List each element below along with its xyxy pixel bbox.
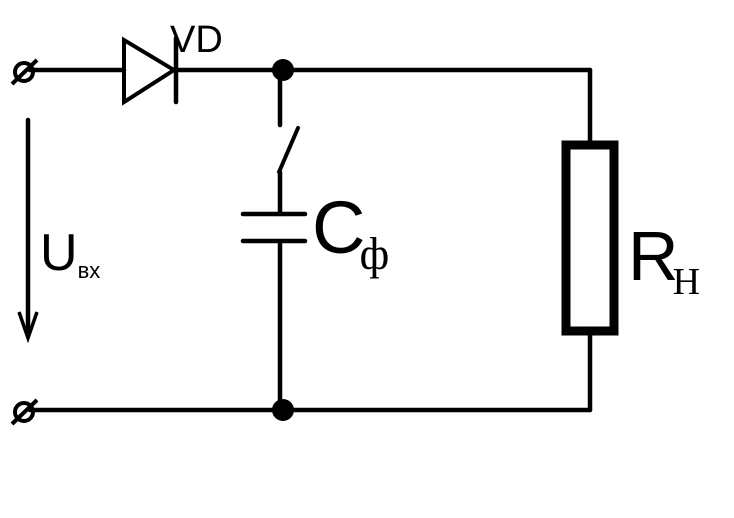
input-voltage-subscript: вх [78,258,101,283]
load-label: RН [628,217,700,303]
input-voltage-label: Uвх [40,224,100,283]
capacitor-symbol [240,211,308,244]
capacitor-subscript: ф [359,228,389,279]
switch-blade [277,126,300,174]
junction-top [272,59,294,81]
load-symbol-letter: R [628,217,679,295]
diode-label: VD [170,19,223,61]
load-subscript: Н [673,261,700,303]
input-terminal-top [10,58,39,86]
resistor-symbol [561,140,619,336]
capacitor-symbol-letter: C [312,186,365,269]
input-voltage-symbol: U [40,224,78,282]
input-voltage-arrow [17,117,39,344]
diode-symbol [122,35,179,106]
capacitor-label: Cф [312,186,389,279]
